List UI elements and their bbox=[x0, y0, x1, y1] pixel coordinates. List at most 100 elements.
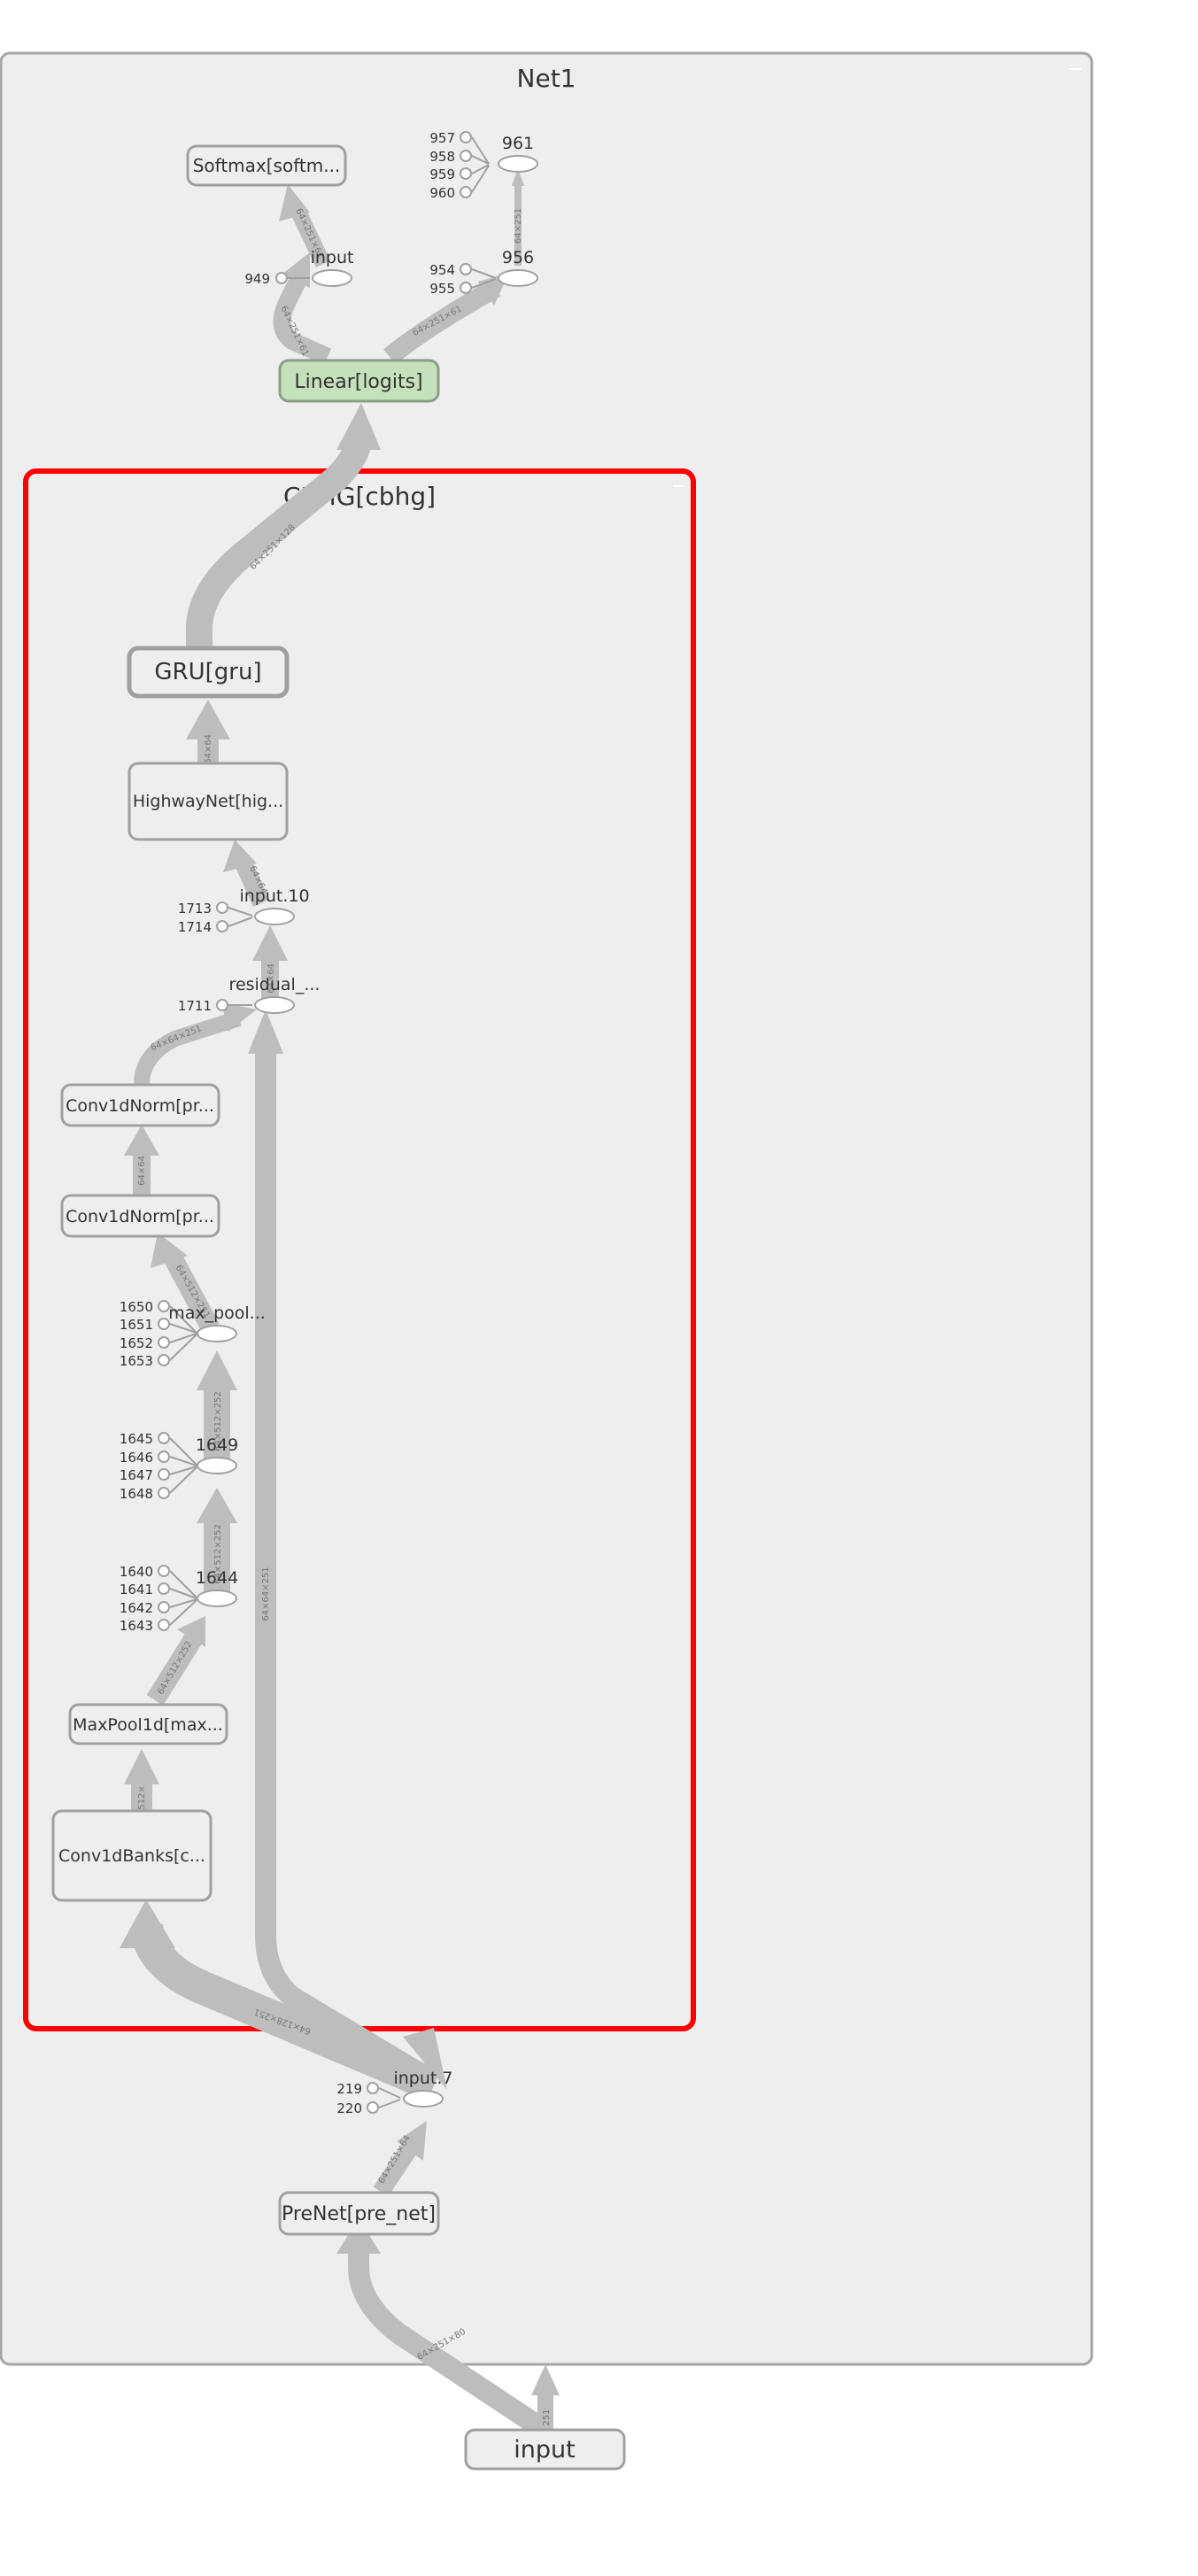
input-label: input bbox=[514, 2436, 575, 2464]
arrow-1649 bbox=[197, 1488, 237, 1523]
arrow-banks bbox=[120, 1899, 175, 1948]
const-node[interactable] bbox=[158, 1582, 170, 1595]
edge-label: 64×64 bbox=[267, 963, 276, 994]
edge-label: 64×64 bbox=[204, 734, 213, 764]
op-node-956[interactable] bbox=[498, 269, 538, 287]
const-label: 957 bbox=[429, 130, 455, 146]
op-node-input10[interactable] bbox=[254, 908, 295, 925]
maxpool1d-label: MaxPool1d[max... bbox=[73, 1715, 223, 1735]
const-node[interactable] bbox=[216, 901, 228, 914]
arrow-input-stub bbox=[531, 2364, 560, 2395]
const-label: 1713 bbox=[178, 901, 212, 917]
op-node-input7[interactable] bbox=[403, 2090, 444, 2108]
edge-maxpool-1644 bbox=[146, 1631, 204, 1706]
arrow-residual bbox=[248, 1010, 283, 1054]
const-label: 1651 bbox=[120, 1317, 153, 1333]
const-label: 1648 bbox=[120, 1486, 153, 1502]
op-node-maxpool[interactable] bbox=[197, 1325, 237, 1342]
const-label: 960 bbox=[429, 185, 455, 201]
const-node[interactable] bbox=[158, 1450, 170, 1463]
const-node[interactable] bbox=[275, 272, 288, 284]
edge-label: 64×64 bbox=[137, 1156, 147, 1186]
const-node[interactable] bbox=[460, 131, 472, 143]
const-label: 1647 bbox=[120, 1467, 153, 1483]
const-node[interactable] bbox=[158, 1318, 170, 1330]
const-label: 1650 bbox=[120, 1299, 153, 1315]
edge-gru-linear bbox=[186, 438, 372, 648]
op-label-input-top: input bbox=[311, 248, 354, 267]
edge-arrowheads bbox=[120, 168, 560, 2395]
const-node[interactable] bbox=[158, 1354, 170, 1366]
const-node[interactable] bbox=[158, 1300, 170, 1312]
arrow-1644 bbox=[177, 1616, 205, 1647]
const-node[interactable] bbox=[460, 263, 472, 275]
arrow-softmax bbox=[279, 184, 310, 221]
net1-title: Net1 bbox=[517, 64, 576, 93]
conv1dbanks-label: Conv1dBanks[c... bbox=[58, 1846, 205, 1866]
arrow-linear bbox=[336, 403, 381, 450]
conv1dnorm-node-1[interactable] bbox=[60, 1083, 220, 1127]
const-node[interactable] bbox=[158, 1601, 170, 1613]
arrow-input10 bbox=[252, 925, 288, 961]
conv1dnorm-label-1: Conv1dNorm[pr... bbox=[66, 1096, 214, 1116]
arrow-prenet bbox=[336, 2218, 381, 2254]
op-label-1644: 1644 bbox=[196, 1568, 238, 1588]
edge-linear-input bbox=[273, 270, 332, 366]
const-label: 958 bbox=[429, 149, 455, 165]
arrow-residual-in bbox=[221, 1002, 257, 1032]
const-label: 954 bbox=[429, 262, 455, 278]
const-label: 949 bbox=[244, 271, 270, 287]
const-node[interactable] bbox=[216, 999, 228, 1011]
const-node[interactable] bbox=[158, 1432, 170, 1444]
edge-label: 64×512×252 bbox=[213, 1391, 223, 1451]
prenet-node[interactable] bbox=[278, 2191, 440, 2236]
const-label: 1646 bbox=[120, 1450, 153, 1466]
const-label: 219 bbox=[336, 2081, 362, 2097]
op-label-1649: 1649 bbox=[196, 1435, 238, 1455]
const-label: 955 bbox=[429, 281, 455, 297]
conv1dnorm-label-2: Conv1dNorm[pr... bbox=[66, 1207, 214, 1226]
op-node-1649[interactable] bbox=[197, 1457, 237, 1474]
op-node-961[interactable] bbox=[498, 155, 538, 173]
edge-conv1-residual bbox=[134, 1010, 242, 1086]
edge-input-softmax bbox=[289, 205, 331, 267]
linear-node[interactable] bbox=[278, 359, 440, 403]
edge-label: 512× bbox=[137, 1785, 147, 1809]
edge-label: 64×251 bbox=[514, 208, 523, 244]
const-node[interactable] bbox=[367, 2101, 379, 2114]
const-node[interactable] bbox=[460, 150, 472, 162]
op-node-1644[interactable] bbox=[197, 1590, 237, 1607]
const-label: 1653 bbox=[120, 1353, 153, 1369]
arrow-961 bbox=[512, 168, 524, 186]
const-node[interactable] bbox=[158, 1619, 170, 1631]
const-label: 959 bbox=[429, 166, 455, 182]
gru-label: GRU[gru] bbox=[154, 659, 261, 685]
edge-input7-residual bbox=[255, 1036, 431, 2086]
op-node-residual[interactable] bbox=[254, 996, 295, 1014]
input-node[interactable] bbox=[464, 2428, 626, 2471]
const-node[interactable] bbox=[216, 920, 228, 932]
const-node[interactable] bbox=[367, 2082, 379, 2094]
cbhg-cluster[interactable] bbox=[23, 468, 696, 2031]
highway-node[interactable] bbox=[128, 762, 289, 841]
arrow-maxpool1d bbox=[124, 1749, 159, 1784]
edge-input-prenet bbox=[348, 2245, 552, 2441]
edge-label: 64×512×252 bbox=[213, 1524, 223, 1584]
const-node[interactable] bbox=[158, 1468, 170, 1481]
const-node[interactable] bbox=[158, 1336, 170, 1349]
softmax-node[interactable] bbox=[186, 144, 347, 187]
const-node[interactable] bbox=[158, 1565, 170, 1577]
const-node[interactable] bbox=[460, 186, 472, 198]
const-label: 1645 bbox=[120, 1431, 153, 1447]
const-node[interactable] bbox=[460, 167, 472, 180]
edge-linear-956 bbox=[383, 279, 501, 365]
const-label: 1652 bbox=[120, 1335, 153, 1351]
maxpool1d-node[interactable] bbox=[68, 1703, 228, 1745]
gru-node[interactable] bbox=[127, 646, 290, 699]
const-node[interactable] bbox=[158, 1487, 170, 1499]
op-node-input-top[interactable] bbox=[312, 269, 352, 287]
conv1dbanks-node[interactable] bbox=[51, 1809, 213, 1902]
conv1dnorm-node-2[interactable] bbox=[60, 1194, 220, 1238]
const-node[interactable] bbox=[460, 282, 472, 294]
